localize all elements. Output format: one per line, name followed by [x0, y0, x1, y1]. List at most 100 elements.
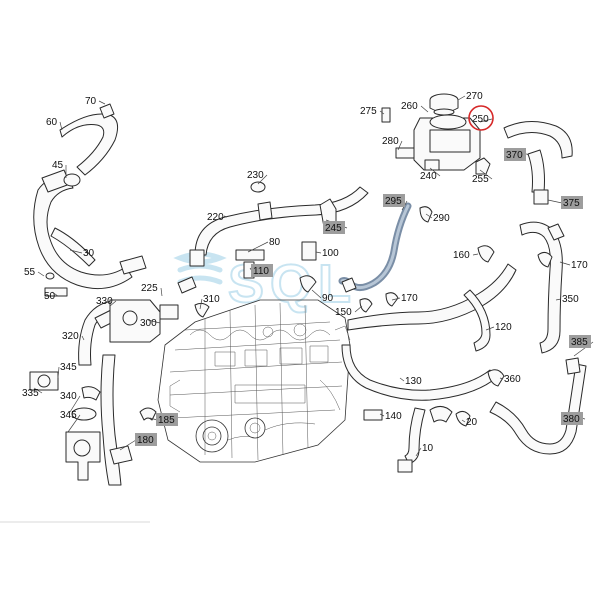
callout-box-245 [323, 221, 345, 234]
leader-line-10 [415, 447, 422, 457]
hose-295 [338, 202, 412, 293]
callout-label-310: 310 [203, 294, 220, 305]
part-310 [177, 276, 210, 318]
highlight-250 [468, 105, 494, 131]
engine-block [157, 299, 351, 463]
hose-120 [347, 263, 517, 352]
callout-30: 30 [83, 248, 95, 259]
leader-line-160 [472, 253, 479, 256]
callout-label-240: 240 [420, 171, 437, 182]
callout-label-225: 225 [141, 283, 158, 294]
callout-55: 55 [24, 267, 36, 278]
callout-260: 260 [401, 101, 418, 112]
callout-label-330: 330 [96, 296, 113, 307]
part-170-right [537, 251, 553, 268]
leader-line-330 [109, 300, 117, 307]
callout-110: 110 [251, 264, 273, 277]
callout-box-380 [561, 412, 583, 425]
callout-130: 130 [405, 376, 422, 387]
callout-label-375: 375 [563, 198, 580, 209]
callout-label-70: 70 [85, 96, 97, 107]
callout-label-110: 110 [253, 266, 269, 277]
part-140 [363, 409, 383, 421]
leader-line-360 [499, 377, 504, 380]
callout-label-245: 245 [325, 223, 342, 234]
callout-320: 320 [62, 331, 79, 342]
callout-label-160: 160 [453, 250, 470, 261]
callout-label-100: 100 [322, 248, 339, 259]
leader-line-260 [420, 105, 429, 113]
hose-380 [489, 357, 587, 455]
callout-220: 220 [207, 212, 224, 223]
callout-label-30: 30 [83, 248, 95, 259]
callout-label-255: 255 [472, 174, 489, 185]
callout-label-45: 45 [52, 160, 64, 171]
callout-box-110 [251, 264, 273, 277]
leader-line-320 [81, 335, 85, 341]
callout-label-340: 340 [60, 391, 77, 402]
hose-370 [503, 121, 573, 205]
callout-20: 20 [466, 417, 478, 428]
hose-180 [100, 354, 133, 486]
callout-80: 80 [269, 237, 281, 248]
callout-label-55: 55 [24, 267, 36, 278]
callout-label-180: 180 [137, 435, 154, 446]
callout-label-120: 120 [495, 322, 512, 333]
callout-120: 120 [495, 322, 512, 333]
leader-line-335 [33, 387, 43, 394]
callout-label-380: 380 [563, 414, 580, 425]
callout-label-270: 270 [466, 91, 483, 102]
part-55-50 [44, 272, 68, 297]
hose-10 [397, 406, 453, 473]
callout-140: 140 [385, 411, 402, 422]
connector-100 [301, 241, 317, 261]
hose-60 [59, 103, 119, 176]
callout-label-350: 350 [562, 294, 579, 305]
leader-line-170 [559, 261, 571, 266]
callout-250: 250 [472, 114, 489, 125]
callout-label-140: 140 [385, 411, 402, 422]
leader-lines [33, 95, 594, 457]
callout-label-230: 230 [247, 170, 264, 181]
leader-line-60 [59, 121, 63, 131]
callout-180: 180 [135, 433, 157, 446]
callout-230: 230 [247, 170, 264, 181]
leader-line-225 [160, 287, 163, 297]
callout-360: 360 [504, 374, 521, 385]
callout-label-335: 335 [22, 388, 39, 399]
hose-30 [33, 169, 147, 290]
part-345-335 [29, 371, 101, 401]
leader-line-230 [257, 174, 268, 185]
callout-270: 270 [466, 91, 483, 102]
callout-label-90: 90 [322, 293, 334, 304]
leader-line-275 [379, 110, 385, 115]
callout-box-375 [561, 196, 583, 209]
leader-line-130 [399, 377, 405, 382]
hose-350 [519, 221, 565, 354]
callout-225: 225 [141, 283, 158, 294]
callout-box-180 [135, 433, 157, 446]
cap-230 [250, 181, 266, 193]
part-170-mid [385, 292, 399, 307]
callout-box-185 [156, 413, 178, 426]
callout-label-10: 10 [422, 443, 434, 454]
callout-label-320: 320 [62, 331, 79, 342]
callout-375: 375 [561, 196, 583, 209]
callout-245: 245 [323, 221, 345, 234]
callout-340: 340 [60, 391, 77, 402]
leader-line-100 [315, 251, 322, 254]
callout-label-275: 275 [360, 106, 377, 117]
expansion-tank [395, 114, 481, 171]
leader-line-340 [69, 395, 81, 413]
clamp-150 [359, 298, 373, 313]
callout-label-170: 170 [571, 260, 588, 271]
callout-label-20: 20 [466, 417, 478, 428]
callout-240: 240 [420, 171, 437, 182]
part-255 [475, 157, 491, 175]
callout-60: 60 [46, 117, 58, 128]
leader-line-270 [457, 95, 466, 101]
callout-label-290: 290 [433, 213, 450, 224]
callout-10: 10 [422, 443, 434, 454]
leader-line-250 [479, 118, 493, 123]
